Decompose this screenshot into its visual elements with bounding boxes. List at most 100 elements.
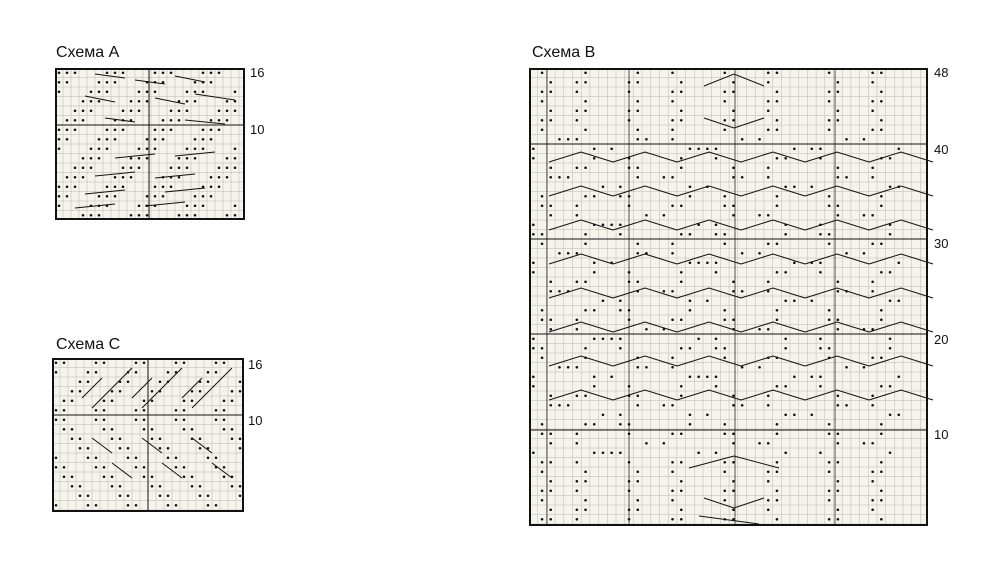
purl-dot — [827, 118, 831, 122]
purl-dot — [145, 213, 149, 217]
purl-dot — [182, 475, 186, 479]
purl-dot — [134, 418, 138, 422]
purl-dot — [126, 494, 130, 498]
purl-dot — [62, 427, 66, 431]
purl-dot — [57, 90, 61, 94]
purl-dot — [145, 99, 149, 103]
purl-dot — [97, 90, 101, 94]
purl-dot — [697, 451, 700, 455]
purl-dot — [153, 194, 157, 198]
purl-dot — [601, 299, 605, 303]
purl-dot — [209, 128, 213, 132]
purl-dot — [209, 185, 213, 189]
purl-dot — [584, 166, 587, 170]
purl-dot — [150, 389, 154, 393]
purl-dot — [65, 175, 69, 179]
cable-line — [804, 355, 870, 367]
purl-dot — [636, 175, 640, 179]
purl-dot — [97, 137, 101, 141]
chart-border — [55, 68, 245, 220]
purl-dot — [732, 175, 735, 179]
purl-dot — [819, 232, 822, 236]
purl-dot — [65, 185, 69, 189]
cable-line — [141, 437, 163, 454]
purl-dot — [636, 71, 640, 75]
purl-dot — [592, 147, 596, 151]
purl-dot — [177, 213, 181, 217]
purl-dot — [540, 99, 544, 103]
cable-line — [676, 219, 742, 231]
purl-dot — [81, 109, 85, 113]
purl-dot — [209, 175, 213, 179]
purl-dot — [671, 251, 674, 255]
purl-dot — [225, 213, 229, 217]
purl-dot — [57, 194, 61, 198]
purl-dot — [126, 380, 130, 384]
purl-dot — [610, 223, 613, 227]
purl-dot — [619, 232, 622, 236]
purl-dot — [174, 503, 178, 507]
purl-dot — [758, 365, 761, 369]
purl-dot — [575, 327, 579, 331]
purl-dot — [137, 156, 141, 160]
chart-c-row-label-16: 16 — [248, 357, 263, 372]
purl-dot — [118, 494, 122, 498]
purl-dot — [766, 470, 770, 474]
purl-dot — [610, 451, 613, 455]
purl-dot — [619, 451, 622, 455]
purl-dot — [740, 137, 744, 141]
purl-dot — [532, 375, 535, 379]
purl-dot — [714, 232, 718, 236]
purl-dot — [758, 327, 761, 331]
purl-dot — [845, 175, 848, 179]
purl-dot — [73, 71, 77, 75]
purl-dot — [636, 99, 640, 103]
purl-dot — [185, 99, 189, 103]
purl-dot — [113, 185, 117, 189]
purl-dot — [679, 517, 683, 521]
purl-dot — [636, 80, 640, 84]
purl-dot — [575, 489, 579, 493]
purl-dot — [558, 289, 561, 293]
purl-dot — [142, 418, 146, 422]
purl-dot — [70, 389, 74, 393]
purl-dot — [169, 118, 173, 122]
purl-dot — [78, 389, 82, 393]
purl-dot — [113, 137, 117, 141]
purl-dot — [217, 166, 221, 170]
purl-dot — [540, 71, 544, 75]
purl-dot — [217, 71, 221, 75]
purl-dot — [775, 498, 779, 502]
purl-dot — [134, 370, 138, 374]
purl-dot — [827, 489, 831, 493]
purl-dot — [102, 408, 106, 412]
purl-dot — [198, 437, 202, 441]
purl-dot — [671, 318, 674, 322]
purl-dot — [627, 166, 631, 170]
purl-dot — [73, 109, 77, 113]
purl-dot — [185, 147, 189, 151]
cable-line — [194, 93, 236, 101]
purl-dot — [150, 484, 154, 488]
purl-dot — [793, 299, 796, 303]
purl-dot — [880, 204, 883, 208]
purl-dot — [845, 365, 848, 369]
purl-dot — [627, 194, 631, 198]
purl-dot — [193, 137, 197, 141]
purl-dot — [174, 456, 178, 460]
purl-dot — [880, 356, 883, 360]
purl-dot — [897, 375, 901, 379]
purl-dot — [688, 413, 692, 417]
purl-dot — [225, 109, 229, 113]
purl-dot — [73, 185, 77, 189]
purl-dot — [732, 289, 735, 293]
purl-dot — [540, 489, 544, 493]
purl-dot — [142, 475, 146, 479]
purl-dot — [732, 403, 735, 407]
purl-dot — [145, 156, 149, 160]
purl-dot — [54, 370, 58, 374]
purl-dot — [169, 128, 173, 132]
purl-dot — [888, 413, 892, 417]
purl-dot — [645, 327, 648, 331]
purl-dot — [592, 422, 596, 426]
